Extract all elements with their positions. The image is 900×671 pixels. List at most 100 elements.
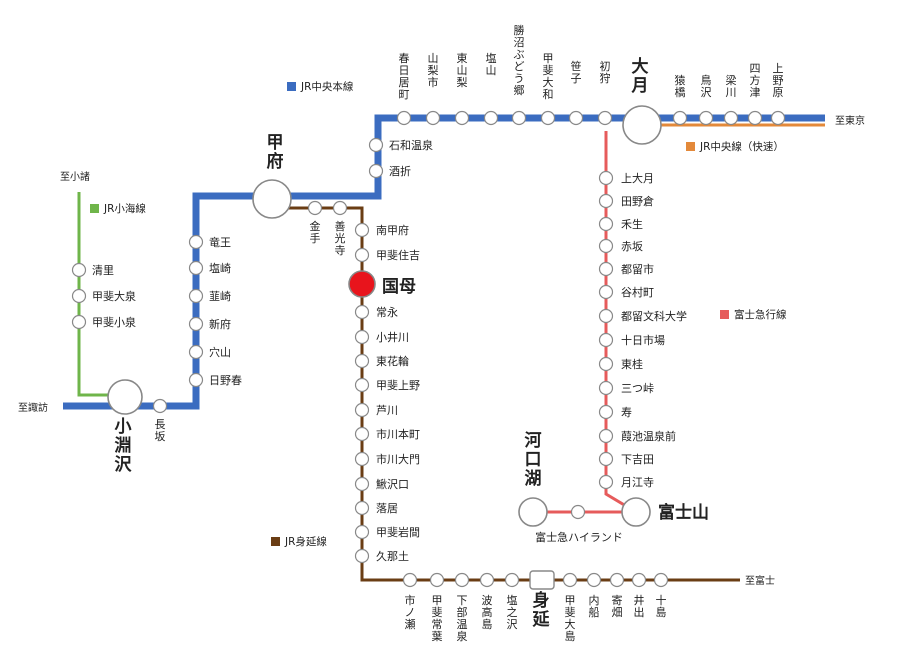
station-marker [71,262,87,278]
station-label: 久那土 [376,550,409,563]
station-label: 鰍沢口 [376,477,409,491]
station-label: 四方津 [750,62,761,99]
station-label-major: 富士山 [658,502,709,523]
station-label: 東桂 [621,357,643,371]
station-label: 上野原 [773,62,784,99]
legend-label: JR中央線（快速） [699,140,784,153]
station-label: 寄畑 [612,593,623,619]
station-label: 井出 [634,593,645,619]
station-marker [609,572,625,588]
station-label: 富士急ハイランド [535,530,623,544]
station-marker [598,170,614,186]
station-label: 十日市場 [621,333,665,347]
station-marker-major [621,497,651,527]
station-label: 穴山 [209,345,231,359]
station-label-current: 国母 [382,277,416,297]
station-label: 甲斐住吉 [376,248,420,262]
station-marker [586,572,602,588]
station-label: 春日居町 [399,52,410,101]
station-marker [598,238,614,254]
station-label: 市川大門 [376,452,420,466]
legend-swatch [271,537,280,546]
station-marker [402,572,418,588]
station-marker [540,110,556,126]
legend-label: JR小海線 [103,202,146,215]
station-label: 鳥沢 [701,73,712,99]
station-marker [511,110,527,126]
station-label: 勝沼ぶどう郷 [514,23,525,97]
station-marker [747,110,763,126]
station-marker [598,261,614,277]
station-label: 甲斐岩間 [376,525,420,539]
station-marker [598,451,614,467]
station-marker [368,137,384,153]
legend-swatch [720,310,729,319]
station-label: 猿橋 [675,73,686,99]
station-label: 市ノ瀬 [405,593,416,631]
station-marker [770,110,786,126]
station-marker [479,572,495,588]
station-marker [568,110,584,126]
station-marker-major [252,179,292,219]
terminal-fuji: 至富士 [745,574,775,587]
station-label: 南甲府 [376,223,409,237]
station-marker [598,474,614,490]
station-marker [71,288,87,304]
station-marker [562,572,578,588]
station-marker [354,500,370,516]
station-marker [454,110,470,126]
station-marker [698,110,714,126]
station-label: 善光寺 [335,219,346,257]
station-label: 酒折 [389,164,411,178]
station-marker [396,110,412,126]
station-marker [483,110,499,126]
line-minobu [272,206,740,582]
station-label: 寿 [621,405,632,419]
station-label: 十島 [656,593,667,619]
station-marker [631,572,647,588]
station-marker [368,163,384,179]
station-marker [723,110,739,126]
station-marker [598,404,614,420]
station-marker [504,572,520,588]
station-labels: 春日居町山梨市東山梨塩山勝沼ぶどう郷甲斐大和笹子初狩猿橋鳥沢梁川四方津上野原至東… [18,23,865,643]
station-label: 清里 [92,264,114,277]
station-label: 上大月 [621,171,654,185]
station-markers [71,105,786,590]
station-marker [598,428,614,444]
line-chuo [63,114,825,410]
legend-label: JR中央本線 [300,80,354,93]
station-marker-major [529,570,555,590]
station-marker [354,426,370,442]
station-marker [188,372,204,388]
station-marker [354,402,370,418]
station-marker [425,110,441,126]
station-label: 石和温泉 [389,138,433,152]
station-marker [598,193,614,209]
station-marker [332,200,348,216]
station-marker [653,572,669,588]
station-label: 竜王 [209,235,231,249]
station-label: 塩之沢 [507,593,518,631]
station-label: 長坂 [155,418,166,443]
station-label: 谷村町 [621,285,654,299]
station-label: 笹子 [571,60,582,85]
station-label-major: 身延 [532,590,551,630]
station-label: 下吉田 [621,453,654,466]
terminal-tokyo: 至東京 [835,114,865,127]
station-label: 月江寺 [621,476,654,489]
station-marker [354,222,370,238]
station-marker [672,110,688,126]
station-marker-major [518,497,548,527]
station-label-major: 大月 [631,56,649,96]
station-label: 日野春 [209,374,242,387]
station-marker [354,524,370,540]
station-label: 芦川 [376,404,398,417]
station-marker [354,329,370,345]
station-label: 波高島 [482,594,493,631]
station-label: 山梨市 [428,52,439,89]
station-marker [152,398,168,414]
legend-swatch [287,82,296,91]
